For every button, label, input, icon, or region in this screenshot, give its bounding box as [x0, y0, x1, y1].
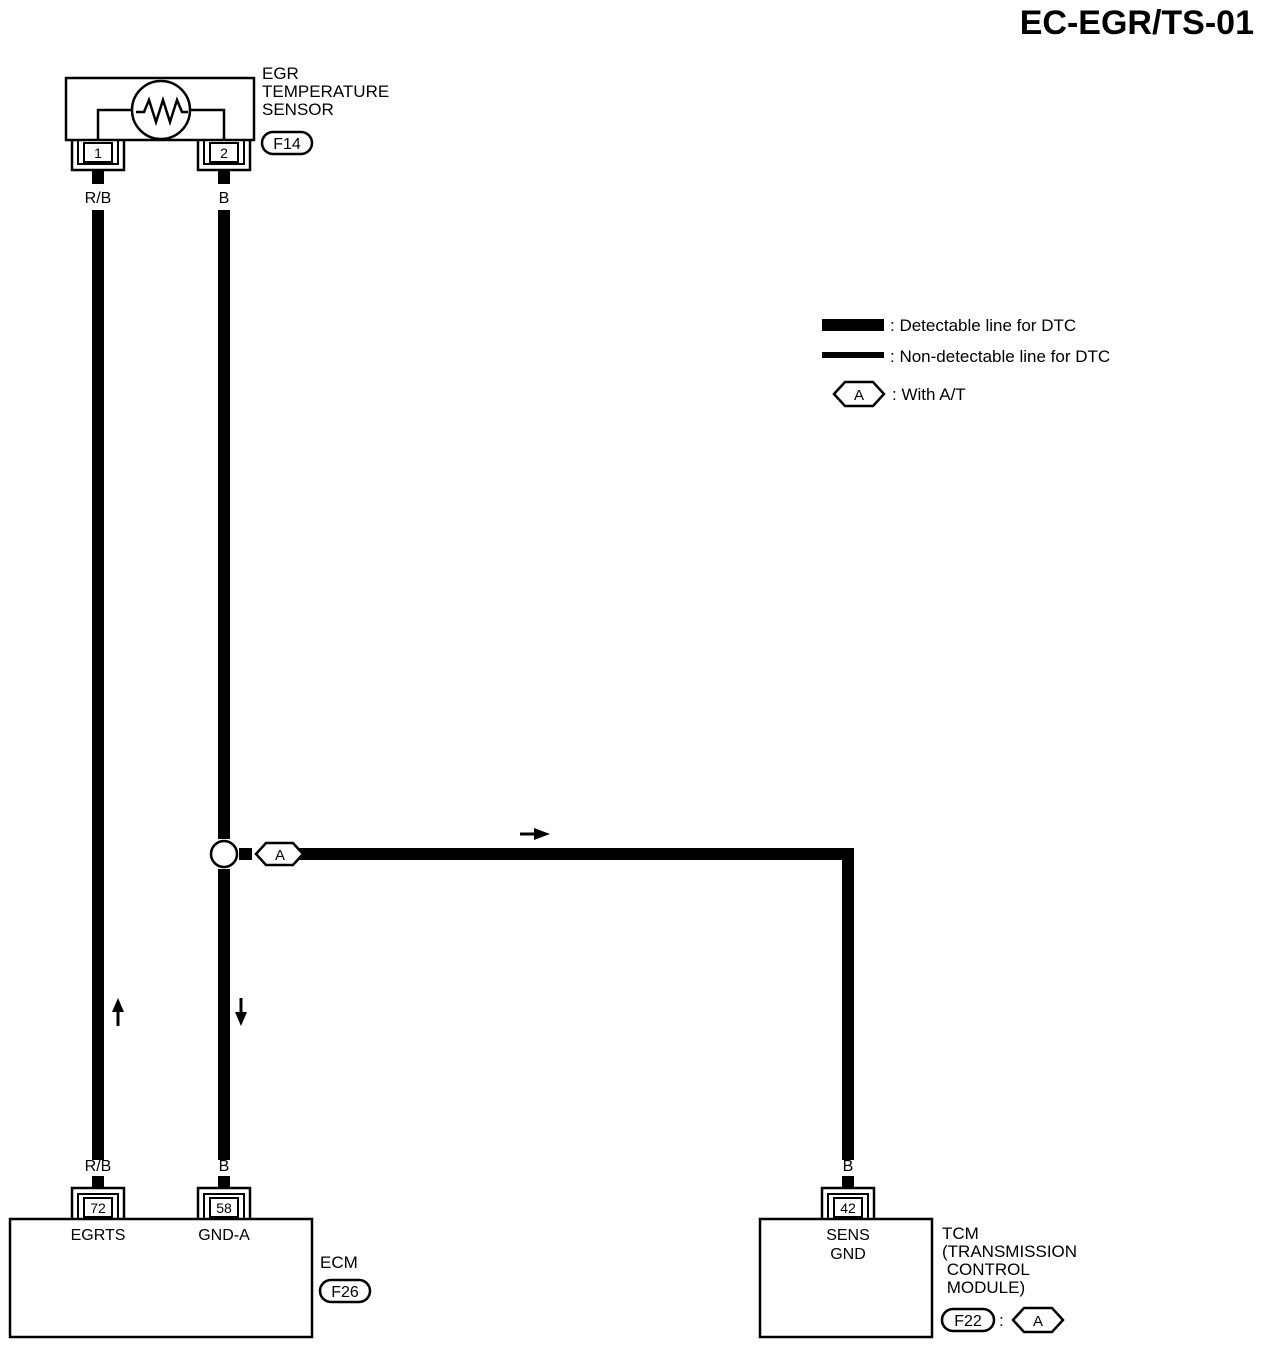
- legend-option-text: : With A/T: [892, 385, 966, 404]
- option-tag-splice: A: [254, 841, 305, 867]
- connector-badge-f14: F14: [260, 130, 314, 156]
- option-code: A: [854, 387, 864, 404]
- sensor-name-line-3: SENSOR: [262, 100, 334, 119]
- tcm-name-line-1: TCM: [942, 1224, 979, 1243]
- legend-thick-line: [822, 319, 884, 331]
- tcm-name-line-3: CONTROL: [942, 1260, 1030, 1279]
- wire-color-b: B: [219, 1158, 230, 1175]
- tcm-body: [758, 1217, 934, 1339]
- ecm-name: ECM: [320, 1253, 358, 1272]
- sensor-pin-1: 1: [70, 140, 126, 172]
- pin-number: 2: [220, 145, 228, 161]
- tcm-pin-42: 42: [820, 1186, 876, 1219]
- ecm-body: [8, 1217, 314, 1339]
- tcm-option-tag: A: [1011, 1306, 1065, 1334]
- sensor-name-line-2: TEMPERATURE: [262, 82, 389, 101]
- connector-badge-f22: F22: [940, 1307, 996, 1333]
- legend: : Detectable line for DTC : Non-detectab…: [822, 316, 1110, 408]
- pin-label-sens: SENS: [826, 1227, 870, 1244]
- pin-label-egrts: EGRTS: [71, 1227, 126, 1244]
- sensor-name-line-1: EGR: [262, 64, 299, 83]
- tcm: B 42 SENS GND TCM (TRANSMISSION CONTROL …: [758, 1152, 1077, 1339]
- tcm-name-line-2: (TRANSMISSION: [942, 1242, 1077, 1261]
- wire-color-rb: R/B: [85, 190, 112, 207]
- wire-b-tcm: [290, 848, 854, 1152]
- legend-thin-line: [822, 352, 884, 358]
- pin-label-gnd-a: GND-A: [198, 1227, 250, 1244]
- ecm-pin-72: 72: [70, 1186, 126, 1219]
- option-code: A: [1033, 1313, 1043, 1330]
- arrow-right-icon: [520, 828, 550, 840]
- sensor-pin-2: 2: [196, 140, 252, 172]
- pin-label-gnd: GND: [830, 1246, 866, 1263]
- arrow-up-icon: [112, 998, 124, 1026]
- connector-label: F26: [331, 1284, 359, 1301]
- sensor-internal-wire-1: [96, 108, 133, 140]
- tcm-colon: :: [999, 1311, 1004, 1330]
- resistor-zigzag-icon: [136, 95, 188, 127]
- connector-badge-f26: F26: [318, 1278, 372, 1304]
- pin-number: 72: [90, 1200, 106, 1216]
- ecm: R/B B 72 58 EGRTS GND-A ECM F26: [8, 1152, 372, 1339]
- pin-number: 42: [840, 1200, 856, 1216]
- sensor-internal-wire-2: [189, 108, 226, 140]
- connector-label: F14: [273, 136, 301, 153]
- legend-option-tag: A: [832, 380, 886, 408]
- ecm-pin-58: 58: [196, 1186, 252, 1219]
- legend-non-detectable-text: : Non-detectable line for DTC: [890, 347, 1110, 366]
- option-code: A: [275, 847, 285, 864]
- arrow-down-icon: [235, 998, 247, 1026]
- egr-temperature-sensor: EGR TEMPERATURE SENSOR F14 1 2 R/B B: [64, 64, 389, 207]
- pin-number: 1: [94, 145, 102, 161]
- connector-label: F22: [954, 1313, 982, 1330]
- diagram-title: EC-EGR/TS-01: [1020, 4, 1254, 42]
- splice-point: [209, 839, 239, 869]
- wire-color-b: B: [843, 1158, 854, 1175]
- wire-color-rb: R/B: [85, 1158, 112, 1175]
- wire-color-b: B: [219, 190, 230, 207]
- tcm-name-line-4: MODULE): [942, 1278, 1025, 1297]
- legend-detectable-text: : Detectable line for DTC: [890, 316, 1076, 335]
- pin-number: 58: [216, 1200, 232, 1216]
